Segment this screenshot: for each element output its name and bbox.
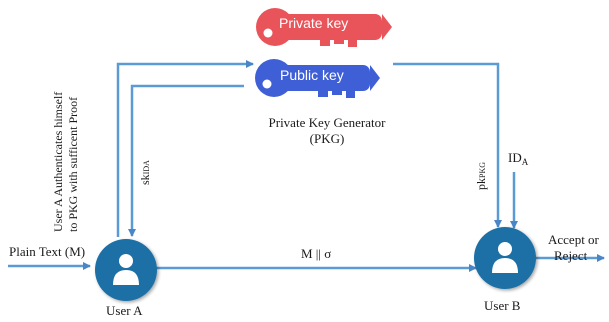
result-label-line2: Reject [554, 248, 588, 263]
private-key-icon [256, 8, 392, 47]
private-key-label: Private key [279, 15, 349, 31]
authenticate-label-line1: User A Authenticates himself [51, 91, 65, 232]
public-key-label: Public key [280, 67, 344, 83]
sk-arrow [128, 84, 244, 237]
id-a-label: IDA [508, 150, 529, 167]
authenticate-label-line2: to PKG with sufficent Proof [66, 96, 80, 232]
sk-ida-label: skIDA [138, 160, 152, 185]
result-label-line1: Accept or [548, 232, 599, 247]
pk-arrow [393, 62, 502, 228]
auth-arrow [116, 60, 254, 237]
pkg-label-line1: Private Key Generator [268, 115, 386, 130]
user-b-label: User B [484, 298, 521, 313]
message-label: M || σ [301, 246, 332, 261]
user-b-icon [492, 242, 518, 273]
pk-pkg-label: pkPKG [474, 161, 488, 190]
public-key-icon [255, 59, 380, 98]
user-a-icon [113, 254, 139, 285]
plain-text-label: Plain Text (M) [9, 244, 86, 259]
user-a-label: User A [106, 303, 143, 318]
pkg-label-line2: (PKG) [309, 131, 345, 146]
